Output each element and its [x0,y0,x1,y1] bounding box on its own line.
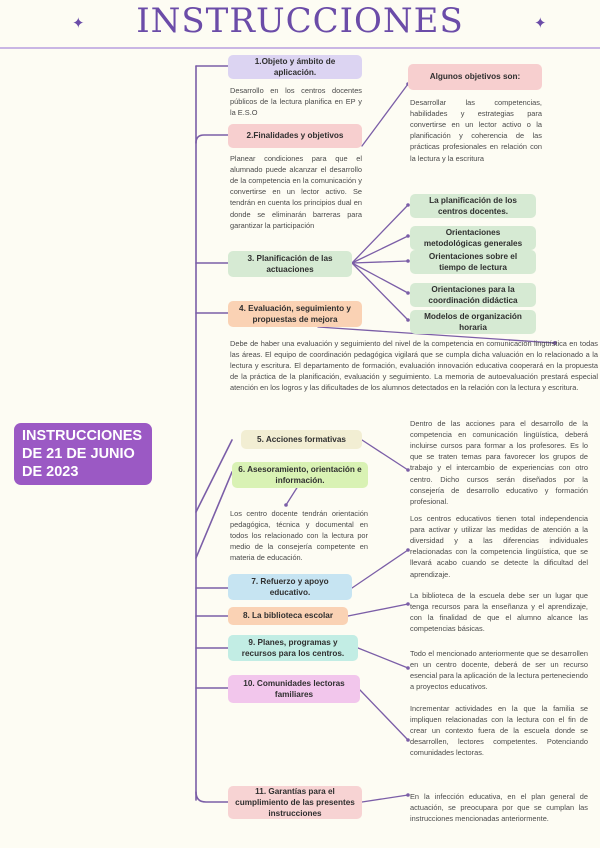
paragraph-11: En la infección educativa, en el plan ge… [410,791,588,824]
node-2-finalidades-objetivos[interactable]: 2.Finalidades y objetivos [228,124,362,148]
node-label: 9. Planes, programas y recursos para los… [241,637,345,658]
page-header: ✦ INSTRUCCIONES ✦ [0,0,600,49]
node-label: 3. Planificación de las actuaciones [247,253,333,274]
paragraph-8: La biblioteca de la escuela debe ser un … [410,590,588,634]
paragraph-objetivos: Desarrollar las competencias, habilidade… [410,97,542,164]
node-label: 5. Acciones formativas [257,434,346,444]
node-11-garantias-cumplimiento[interactable]: 11. Garantías para el cumplimiento de la… [228,786,362,819]
paragraph-1: Desarrollo en los centros docentes públi… [230,85,362,118]
node-algunos-objetivos[interactable]: Algunos objetivos son: [408,64,542,90]
central-topic-box[interactable]: INSTRUCCIONES DE 21 DE JUNIO DE 2023 [14,423,152,485]
header-divider [0,47,600,49]
node-label: 6. Asesoramiento, orientación e informac… [238,464,362,485]
node-label: 1.Objeto y ámbito de aplicación. [254,56,336,77]
node-3-planificacion-actuaciones[interactable]: 3. Planificación de las actuaciones [228,251,352,277]
node-label: Orientaciones metodológicas generales [423,227,523,248]
node-1-objeto-ambito[interactable]: 1.Objeto y ámbito de aplicación. [228,55,362,79]
node-8-biblioteca-escolar[interactable]: 8. La biblioteca escolar [228,607,348,625]
paragraph-text: En la infección educativa, en el plan ge… [410,792,588,824]
paragraph-text: Debe de haber una evaluación y seguimien… [230,339,598,393]
paragraph-text: Todo el mencionado anteriormente que se … [410,649,588,692]
node-orientaciones-tiempo-lectura[interactable]: Orientaciones sobre el tiempo de lectura [410,250,536,274]
paragraph-4: Debe de haber una evaluación y seguimien… [230,338,598,394]
node-7-refuerzo-apoyo[interactable]: 7. Refuerzo y apoyo educativo. [228,574,352,600]
node-label: Orientaciones para la coordinación didác… [428,284,518,305]
paragraph-text: Los centro docente tendrán orientación p… [230,509,368,563]
paragraph-7: Los centros educativos tienen total inde… [410,513,588,580]
paragraph-text: Desarrollo en los centros docentes públi… [230,86,362,118]
sparkle-icon: ✦ [534,15,547,32]
sparkle-icon: ✦ [72,15,85,32]
node-label: Orientaciones sobre el tiempo de lectura [428,251,518,272]
node-6-asesoramiento-orientacion[interactable]: 6. Asesoramiento, orientación e informac… [232,462,368,488]
node-9-planes-programas[interactable]: 9. Planes, programas y recursos para los… [228,635,358,661]
node-4-evaluacion-seguimiento[interactable]: 4. Evaluación, seguimiento y propuestas … [228,301,362,327]
paragraph-text: Desarrollar las competencias, habilidade… [410,98,542,163]
node-label: 2.Finalidades y objetivos [246,131,344,141]
central-topic-label: INSTRUCCIONES DE 21 DE JUNIO DE 2023 [22,427,143,481]
paragraph-9: Todo el mencionado anteriormente que se … [410,648,588,692]
paragraph-text: Los centros educativos tienen total inde… [410,514,588,579]
node-orientaciones-metodologicas[interactable]: Orientaciones metodológicas generales [410,226,536,250]
node-planificacion-centros-docentes[interactable]: La planificación de los centros docentes… [410,194,536,218]
node-label: 10. Comunidades lectoras familiares [243,678,345,699]
node-label: 8. La biblioteca escolar [242,611,334,621]
paragraph-2: Planear condiciones para que el alumnado… [230,153,362,231]
paragraph-10: Incrementar actividades en la que la fam… [410,703,588,759]
paragraph-5: Dentro de las acciones para el desarroll… [410,418,588,507]
node-label: Algunos objetivos son: [429,72,521,82]
node-5-acciones-formativas[interactable]: 5. Acciones formativas [241,430,362,449]
node-modelos-organizacion-horaria[interactable]: Modelos de organización horaria [410,310,536,334]
paragraph-text: Incrementar actividades en la que la fam… [410,704,588,758]
node-label: 11. Garantías para el cumplimiento de la… [235,786,355,819]
node-10-comunidades-lectoras[interactable]: 10. Comunidades lectoras familiares [228,675,360,703]
page-title: INSTRUCCIONES [136,1,464,41]
paragraph-text: La biblioteca de la escuela debe ser un … [410,591,588,634]
node-label: 7. Refuerzo y apoyo educativo. [251,576,329,597]
node-label: La planificación de los centros docentes… [429,195,517,216]
paragraph-6: Los centro docente tendrán orientación p… [230,508,368,564]
node-label: Modelos de organización horaria [424,311,522,332]
paragraph-text: Dentro de las acciones para el desarroll… [410,419,588,506]
node-label: 4. Evaluación, seguimiento y propuestas … [239,303,351,324]
paragraph-text: Planear condiciones para que el alumnado… [230,154,362,230]
node-orientaciones-coordinacion[interactable]: Orientaciones para la coordinación didác… [410,283,536,307]
